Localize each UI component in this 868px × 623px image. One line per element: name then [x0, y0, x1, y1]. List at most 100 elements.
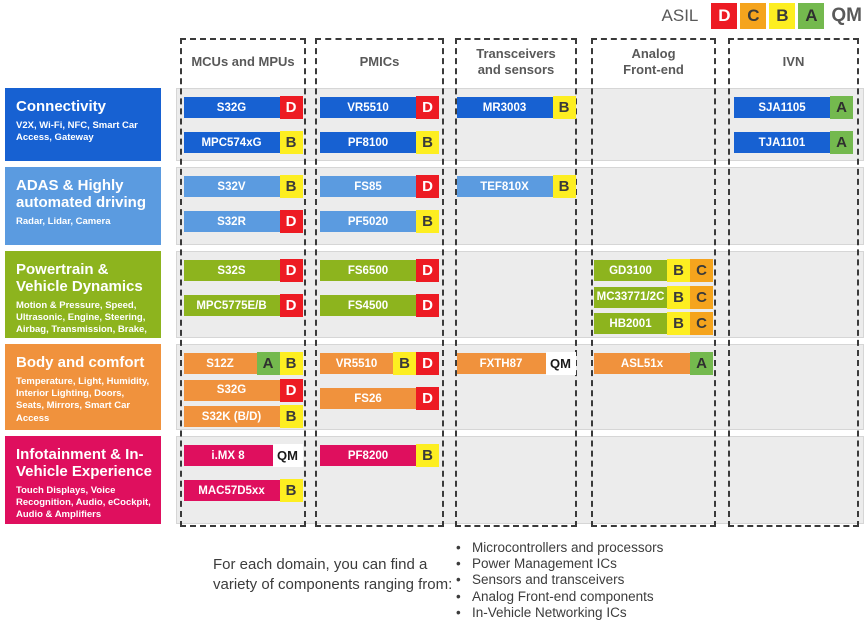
column-box-transceivers: Transceivers and sensors	[455, 38, 577, 527]
footer-bullet-list: Microcontrollers and processorsPower Man…	[452, 540, 663, 621]
asil-badge-d: D	[416, 352, 439, 375]
chip-label[interactable]: PF5020	[320, 211, 416, 232]
chip-label[interactable]: FXTH87	[456, 353, 546, 374]
column-header-afe: Analog Front-end	[623, 46, 684, 77]
asil-legend-qm: QM	[831, 5, 862, 26]
chip-label[interactable]: VR5510	[320, 353, 393, 374]
asil-badge-b: B	[416, 131, 439, 154]
chip-label[interactable]: PF8100	[320, 132, 416, 153]
chip-label[interactable]: MPC574xG	[183, 132, 280, 153]
asil-badge-d: D	[416, 294, 439, 317]
asil-badge-d: D	[416, 259, 439, 282]
chip-label[interactable]: i.MX 8	[183, 445, 273, 466]
chip-label[interactable]: HB2001	[594, 313, 667, 334]
chip-label[interactable]: PF8200	[320, 445, 416, 466]
chip-label[interactable]: S32G	[183, 379, 280, 401]
asil-badge-b: B	[279, 352, 303, 375]
row-subtitle: Motion & Pressure, Speed, Ultrasonic, En…	[16, 299, 147, 348]
asil-badge-a: A	[690, 352, 713, 375]
chip-label[interactable]: SJA1105	[734, 97, 830, 118]
chip-label[interactable]: FS26	[320, 388, 416, 409]
chip-label[interactable]: MAC57D5xx	[183, 480, 280, 501]
chip-label[interactable]: FS85	[320, 176, 416, 197]
chip-label[interactable]: MC33771/2C	[594, 286, 667, 308]
footer-bullet-item: Sensors and transceivers	[452, 572, 663, 588]
chip-label[interactable]: MR3003	[456, 97, 553, 118]
column-header-transceivers: Transceivers and sensors	[476, 46, 556, 77]
asil-badge-b: B	[393, 352, 416, 375]
row-subtitle: V2X, Wi-Fi, NFC, Smart Car Access, Gatew…	[16, 119, 138, 144]
asil-badge-a: A	[830, 131, 853, 154]
chip-label[interactable]: S12Z	[183, 353, 257, 374]
column-box-mcus: MCUs and MPUs	[180, 38, 306, 527]
column-box-afe: Analog Front-end	[591, 38, 716, 527]
asil-badge-d: D	[279, 210, 303, 233]
chip-label[interactable]: S32G	[183, 97, 280, 118]
row-subtitle: Temperature, Light, Humidity, Interior L…	[16, 375, 150, 424]
asil-legend-label: ASIL	[661, 6, 699, 25]
chip-label[interactable]: TJA1101	[734, 132, 830, 153]
asil-badge-d: D	[279, 378, 303, 402]
asil-legend-badge-a: A	[798, 3, 825, 29]
footer-bullet-item: Microcontrollers and processors	[452, 540, 663, 556]
asil-badge-b: B	[279, 131, 303, 154]
chip-label[interactable]: MPC5775E/B	[183, 295, 280, 316]
chip-label[interactable]: S32S	[183, 260, 280, 281]
chip-label[interactable]: ASL51x	[594, 353, 690, 374]
asil-badge-b: B	[552, 175, 576, 198]
chip-label[interactable]: VR5510	[320, 97, 416, 118]
chip-label[interactable]: GD3100	[594, 260, 667, 281]
chip-label[interactable]: TEF810X	[456, 176, 553, 197]
chip-label[interactable]: S32K (B/D)	[183, 406, 280, 427]
asil-badge-b: B	[667, 312, 690, 335]
column-header-pmics: PMICs	[359, 54, 400, 70]
row-title: Powertrain & Vehicle Dynamics	[16, 261, 143, 295]
asil-badge-d: D	[416, 96, 439, 119]
row-subtitle: Radar, Lidar, Camera	[16, 215, 111, 227]
chip-label[interactable]: S32R	[183, 211, 280, 232]
chip-label[interactable]: S32V	[183, 176, 280, 197]
chip-label[interactable]: FS4500	[320, 295, 416, 316]
asil-badge-b: B	[552, 96, 576, 119]
row-title: Body and comfort	[16, 354, 145, 371]
chip-label[interactable]: FS6500	[320, 260, 416, 281]
footer-bullet-item: In-Vehicle Networking ICs	[452, 605, 663, 621]
asil-badge-a: A	[830, 96, 853, 119]
asil-badge-qm: QM	[272, 444, 303, 467]
